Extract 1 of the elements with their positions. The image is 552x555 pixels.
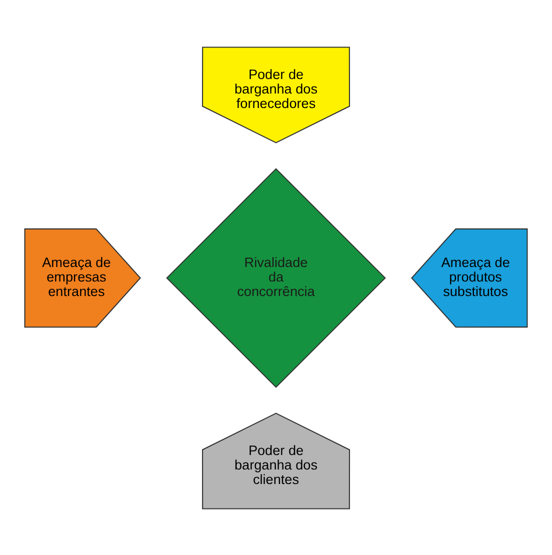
node-diamond: Rivalidade da concorrência (166, 168, 386, 388)
